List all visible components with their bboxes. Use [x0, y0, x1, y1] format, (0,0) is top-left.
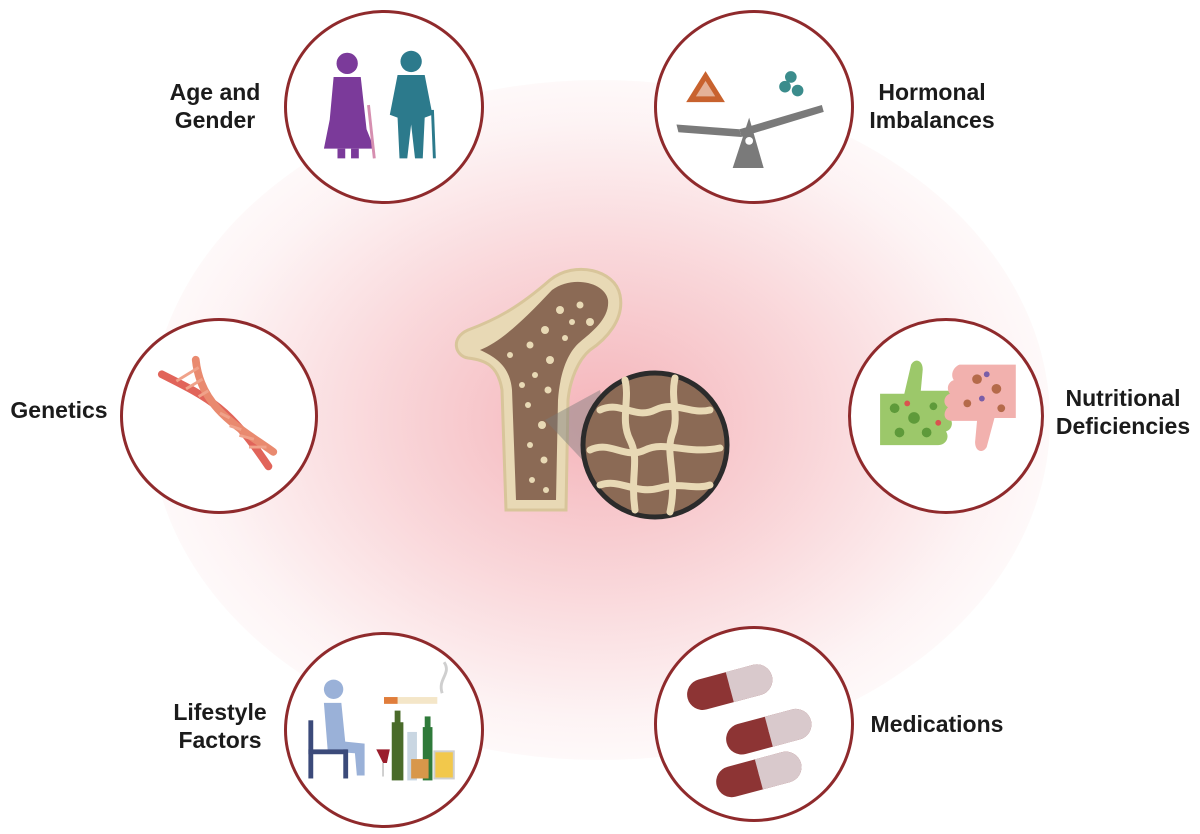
thumbs-up-down-food-icon — [880, 360, 1016, 452]
medications-label: Medications — [870, 711, 1004, 737]
age-gender-circle — [284, 10, 484, 204]
sitting-drinking-smoking-icon — [308, 661, 455, 781]
osteoporotic-femur-icon — [440, 250, 740, 550]
elderly-couple-icon — [323, 50, 436, 159]
medications-circle — [654, 626, 854, 822]
genetics-label: Genetics — [10, 397, 108, 423]
seesaw-balance-icon — [676, 71, 824, 169]
hormonal-circle — [654, 10, 854, 204]
genetics-circle — [120, 318, 318, 514]
capsule-pills-icon — [687, 664, 812, 798]
dna-helix-icon — [157, 355, 278, 471]
lifestyle-circle — [284, 632, 484, 828]
nutritional-circle — [848, 318, 1044, 514]
